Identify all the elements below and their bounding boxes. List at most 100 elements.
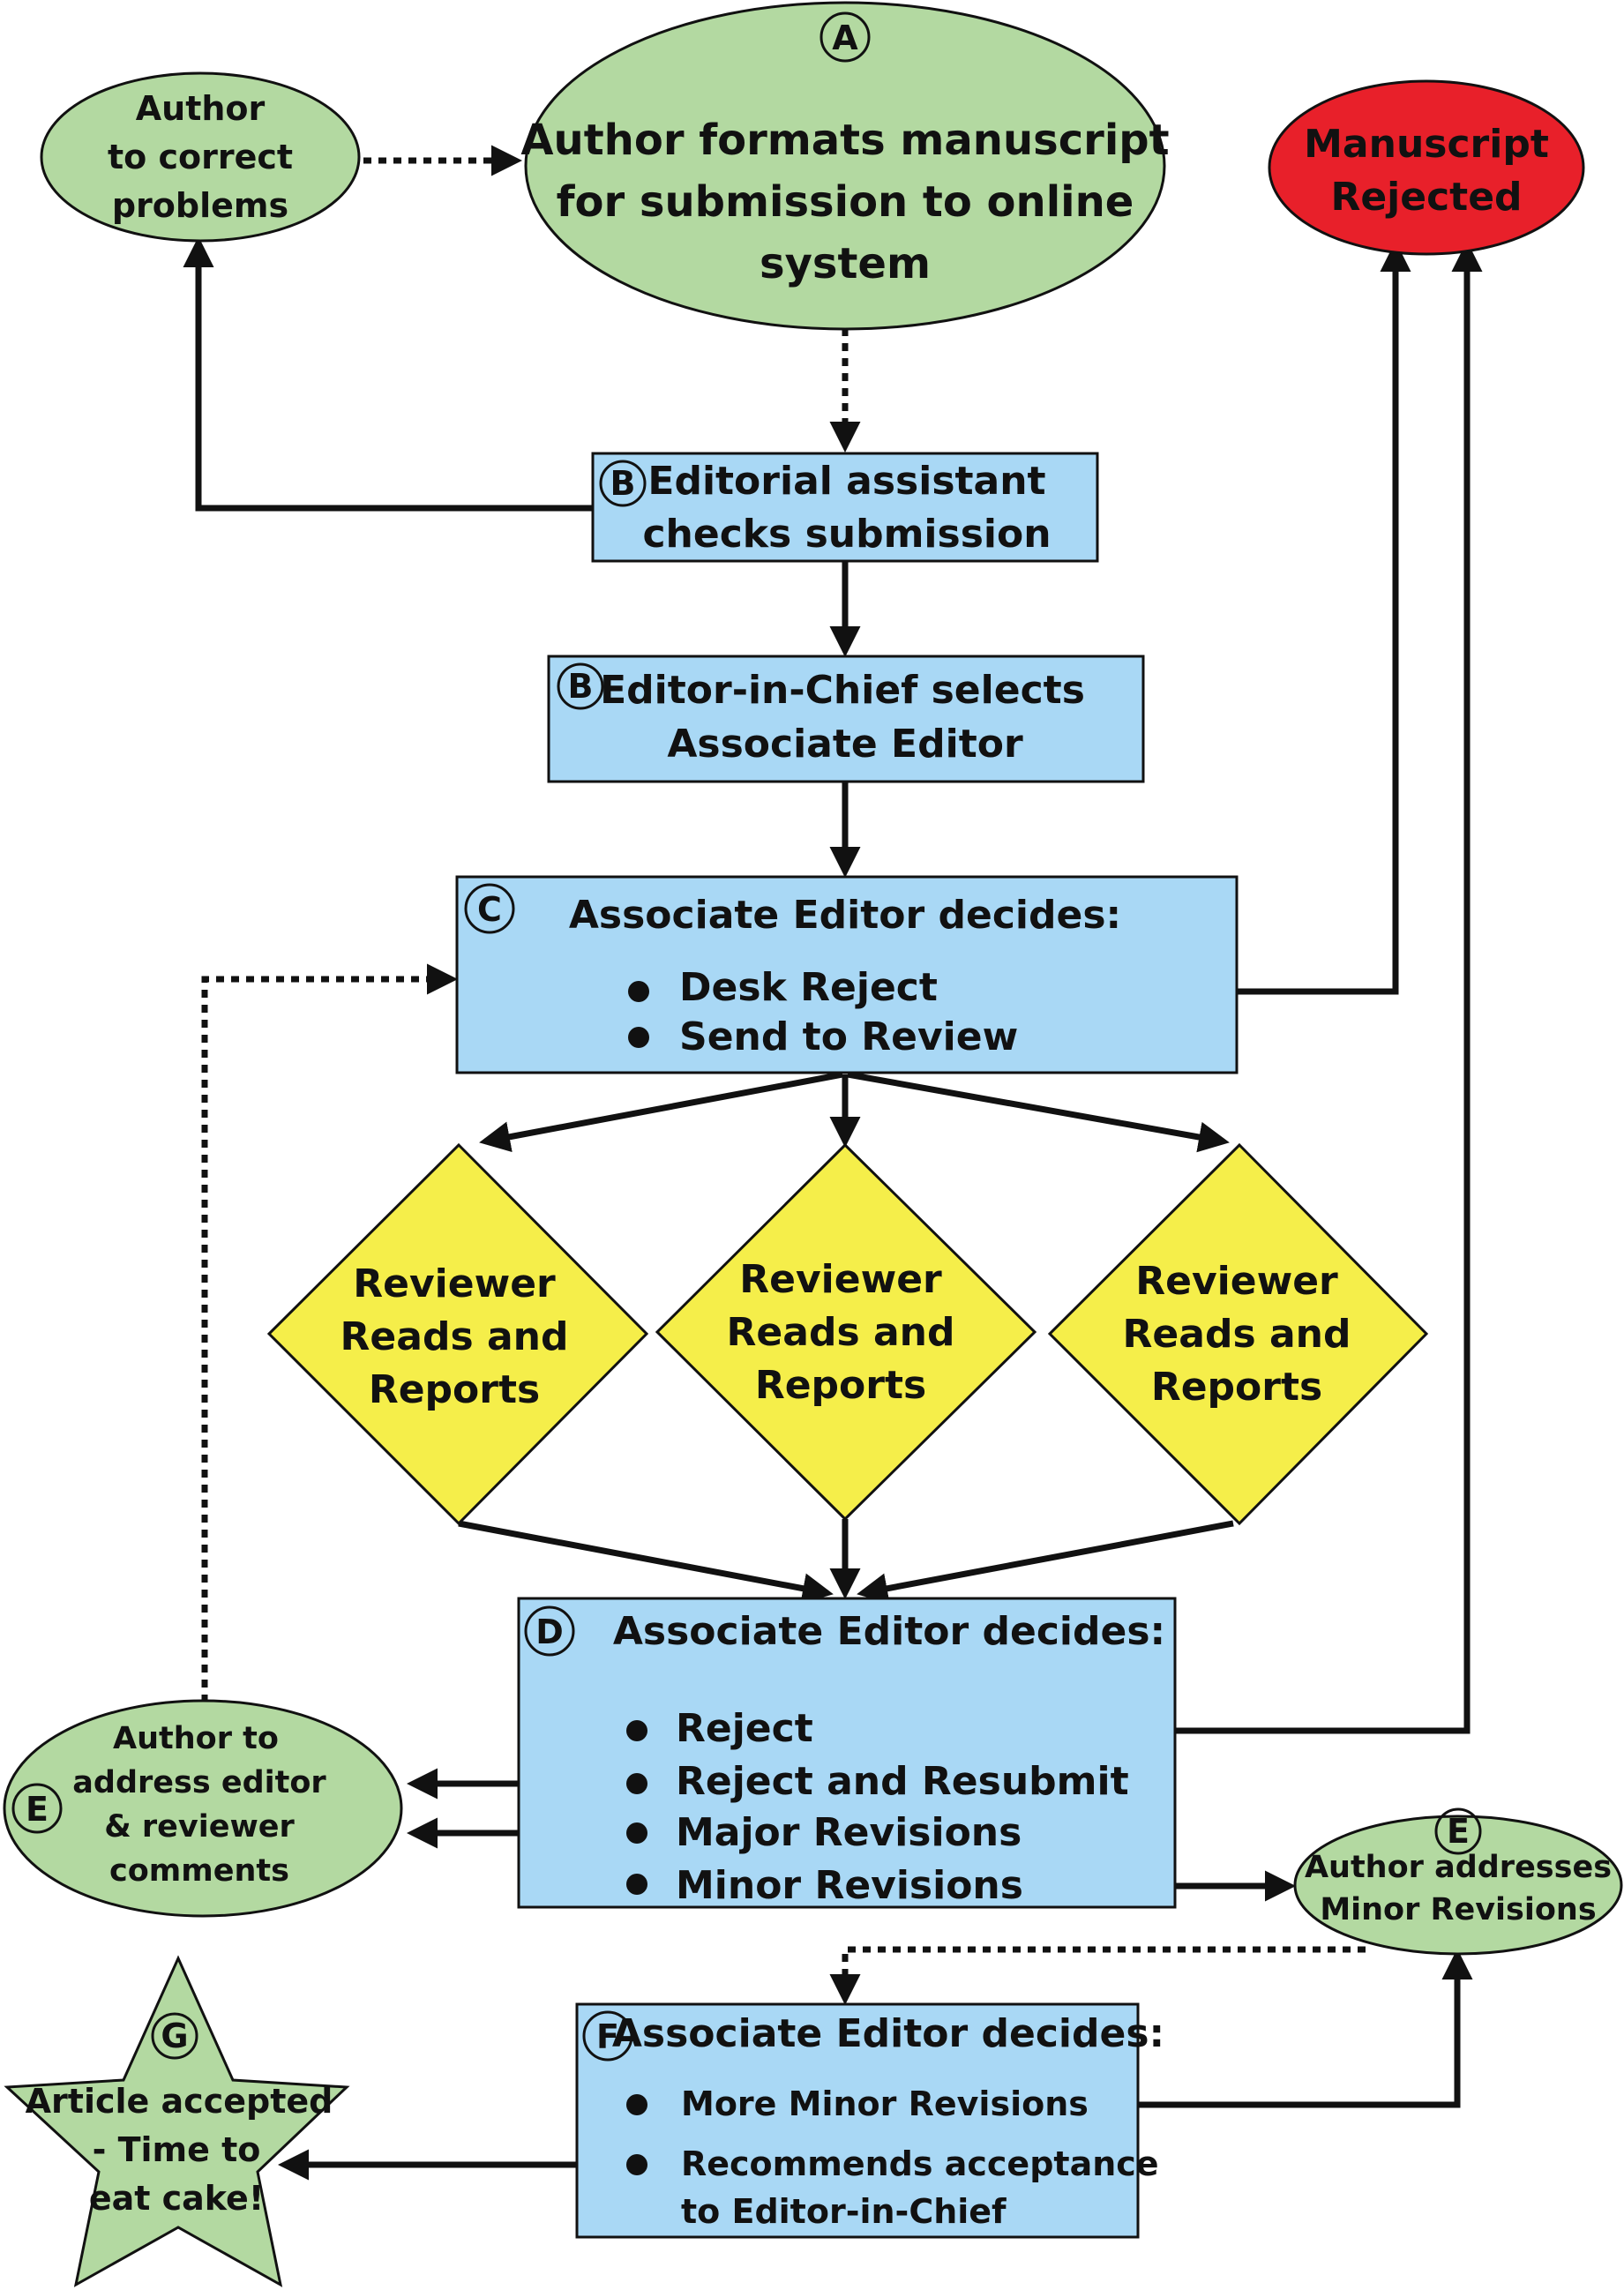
node-author-formats-shape: [524, 1, 1166, 331]
label-badge-b1: [599, 460, 647, 507]
node-author-correct-line-3: problems: [112, 186, 288, 225]
bullet: [626, 2154, 647, 2175]
node-manuscript-rejected: Manuscript Rejected: [1268, 79, 1585, 256]
label-badge-f: [582, 2010, 633, 2062]
node-reviewer-3-line-3: Reports: [1151, 1365, 1322, 1410]
node-author-minor: E Author addresses Minor Revisions: [1293, 1807, 1623, 1956]
label-letter-f: F: [596, 2017, 619, 2056]
node-editorial-assistant-line-1: Editorial assistant: [647, 459, 1045, 504]
node-author-minor-line-2: Minor Revisions: [1320, 1892, 1596, 1927]
node-accepted: G Article accepted - Time to eat cake!: [4, 1955, 350, 2287]
bullet: [626, 1720, 647, 1741]
node-author-correct-line-2: to correct: [108, 138, 293, 176]
node-reviewer-3: Reviewer Reads and Reports: [1047, 1142, 1429, 1526]
node-reviewer-2-line-3: Reports: [755, 1363, 926, 1408]
node-author-formats: A Author formats manuscript for submissi…: [520, 1, 1170, 331]
node-author-address-line-1: Author to: [113, 1721, 279, 1756]
node-reviewer-2-line-2: Reads and: [727, 1310, 955, 1355]
label-letter-a: A: [832, 19, 858, 57]
label-letter-g: G: [161, 2017, 188, 2055]
option-reject-and-resubmit: Reject and Resubmit: [676, 1759, 1129, 1804]
node-decision-c-shape: [455, 875, 1239, 1074]
node-decision-f: F Associate Editor decides: More Minor R…: [575, 2002, 1164, 2239]
node-editor-in-chief-shape: [547, 655, 1145, 783]
label-badge-a: [819, 11, 871, 63]
node-accepted-line-3: eat cake!: [89, 2179, 264, 2218]
edge-address-to-c: [201, 963, 458, 1703]
node-decision-c-title: Associate Editor decides:: [569, 893, 1121, 938]
node-reviewer-1-line-1: Reviewer: [353, 1261, 556, 1306]
node-reviewer-1-line-3: Reports: [369, 1367, 540, 1412]
node-decision-d-title: Associate Editor decides:: [613, 1609, 1165, 1654]
label-letter-b2: B: [568, 667, 594, 706]
label-badge-d: [524, 1605, 575, 1657]
node-reviewer-3-shape: [1047, 1142, 1429, 1526]
node-decision-c: C Associate Editor decides: Desk Reject …: [455, 875, 1239, 1074]
node-editorial-assistant-line-2: checks submission: [642, 512, 1051, 557]
node-author-formats-line-2: for submission to online: [557, 177, 1134, 227]
node-reviewer-2-line-1: Reviewer: [739, 1257, 942, 1302]
label-badge-e2: [1434, 1807, 1482, 1855]
node-decision-d-shape: [517, 1597, 1177, 1909]
node-author-correct-line-1: Author: [136, 89, 266, 128]
node-reviewer-3-line-2: Reads and: [1123, 1312, 1351, 1357]
edge-b1-to-correct: [183, 236, 593, 512]
option-desk-reject: Desk Reject: [679, 965, 938, 1010]
edge-more-minor: [1087, 1949, 1473, 2108]
label-letter-b1: B: [610, 464, 636, 503]
edge-r3-to-d: [857, 1520, 1234, 1605]
node-reviewer-1-line-2: Reads and: [341, 1314, 569, 1359]
node-decision-f-title: Associate Editor decides:: [612, 2011, 1164, 2056]
bullet: [628, 981, 649, 1002]
option-more-minor-revisions: More Minor Revisions: [681, 2084, 1089, 2123]
node-editor-in-chief-line-1: Editor-in-Chief selects: [600, 668, 1085, 713]
node-editorial-assistant: B Editorial assistant checks submission: [591, 452, 1099, 563]
option-reject: Reject: [676, 1706, 813, 1751]
edge-c-to-r1: [479, 1071, 843, 1153]
edge-c-to-r3: [847, 1071, 1230, 1153]
node-author-address-line-2: address editor: [72, 1765, 326, 1800]
node-author-formats-line-1: Author formats manuscript: [520, 116, 1169, 165]
edge-r1-to-d: [458, 1520, 834, 1604]
option-minor-revisions: Minor Revisions: [676, 1863, 1023, 1908]
node-decision-d: D Associate Editor decides: Reject Rejec…: [517, 1597, 1177, 1909]
node-author-minor-line-1: Author addresses: [1305, 1850, 1612, 1885]
node-author-formats-line-3: system: [760, 239, 931, 288]
node-author-address-shape: [3, 1699, 403, 1918]
node-decision-f-shape: [575, 2002, 1140, 2239]
label-badge-c: [464, 883, 515, 934]
bullet: [626, 1773, 647, 1794]
option-major-revisions: Major Revisions: [676, 1810, 1022, 1855]
bullet: [626, 1822, 647, 1844]
node-reviewer-3-line-1: Reviewer: [1135, 1259, 1338, 1304]
label-badge-b2: [557, 662, 604, 710]
node-reviewer-1: Reviewer Reads and Reports: [266, 1142, 649, 1526]
node-editor-in-chief: B Editor-in-Chief selects Associate Edit…: [547, 655, 1145, 783]
node-author-address-line-4: comments: [109, 1853, 289, 1889]
node-editorial-assistant-shape: [591, 452, 1099, 563]
label-letter-e2: E: [1447, 1812, 1470, 1851]
option-recommends-acceptance-line-2: to Editor-in-Chief: [681, 2192, 1007, 2231]
node-reviewer-1-shape: [266, 1142, 649, 1526]
node-reviewer-2-shape: [655, 1142, 1037, 1522]
bullet: [626, 2094, 647, 2115]
node-author-minor-shape: [1293, 1815, 1623, 1956]
edge-minor-to-f: [829, 1946, 1366, 2005]
option-send-to-review: Send to Review: [679, 1014, 1018, 1059]
node-author-correct-shape: [40, 71, 361, 243]
label-letter-c: C: [477, 890, 502, 929]
node-manuscript-rejected-line-2: Rejected: [1330, 175, 1522, 220]
node-accepted-line-1: Article accepted: [26, 2082, 333, 2121]
node-author-address-line-3: & reviewer: [104, 1809, 295, 1845]
node-editor-in-chief-line-2: Associate Editor: [667, 722, 1023, 767]
option-recommends-acceptance: Recommends acceptance: [681, 2144, 1159, 2183]
bullet: [626, 1874, 647, 1895]
node-manuscript-rejected-shape: [1268, 79, 1585, 256]
label-letter-d: D: [535, 1613, 564, 1651]
node-author-correct: Author to correct problems: [40, 71, 361, 243]
node-reviewer-2: Reviewer Reads and Reports: [655, 1142, 1037, 1522]
label-letter-e1: E: [26, 1790, 49, 1829]
label-badge-e1: [11, 1783, 63, 1834]
label-badge-g: [151, 2012, 198, 2060]
